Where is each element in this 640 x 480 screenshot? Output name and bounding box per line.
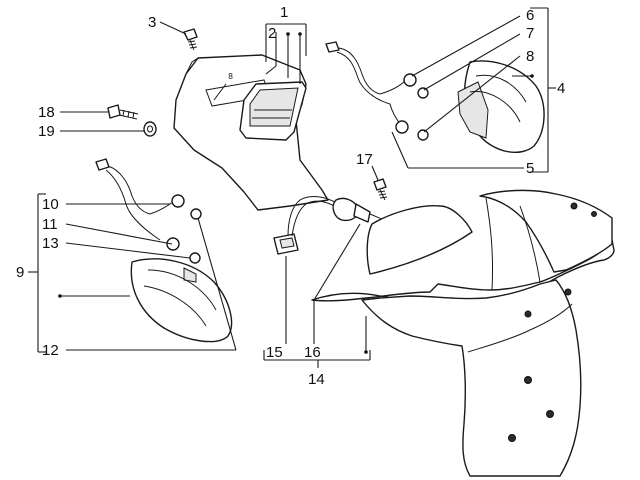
callout-7: 7 [526,25,534,42]
callout-16: 16 [304,344,321,361]
screw-3 [183,28,198,51]
reflector [366,204,473,275]
callout-15: 15 [266,344,283,361]
screw-17 [373,178,388,201]
plate-light [239,81,307,141]
callout-3: 3 [148,14,156,31]
callout-10: 10 [42,196,59,213]
callout-labels: 1 2 3 4 5 6 7 8 9 10 11 12 13 14 15 16 1… [16,4,565,388]
callout-11: 11 [42,216,58,233]
callout-9: 9 [16,264,24,281]
callout-2: 2 [268,25,276,42]
callout-5: 5 [526,160,534,177]
callout-4: 4 [557,80,565,97]
svg-text:8: 8 [228,72,233,81]
callout-17: 17 [356,151,373,168]
rear-mudguard [311,189,615,477]
callout-14: 14 [308,371,325,388]
left-light-wiring [95,158,202,264]
callout-13: 13 [42,235,59,252]
screw-18 [107,104,139,120]
leader-lines [28,7,556,368]
callout-19: 19 [38,123,55,140]
left-rear-light-lens [130,258,233,343]
center-wiring [273,196,385,255]
callout-8: 8 [526,48,534,65]
right-light-wiring [325,41,429,141]
washer-19 [143,121,157,137]
callout-1: 1 [280,4,288,21]
callout-12: 12 [42,342,59,359]
callout-18: 18 [38,104,55,121]
callout-6: 6 [526,7,534,24]
